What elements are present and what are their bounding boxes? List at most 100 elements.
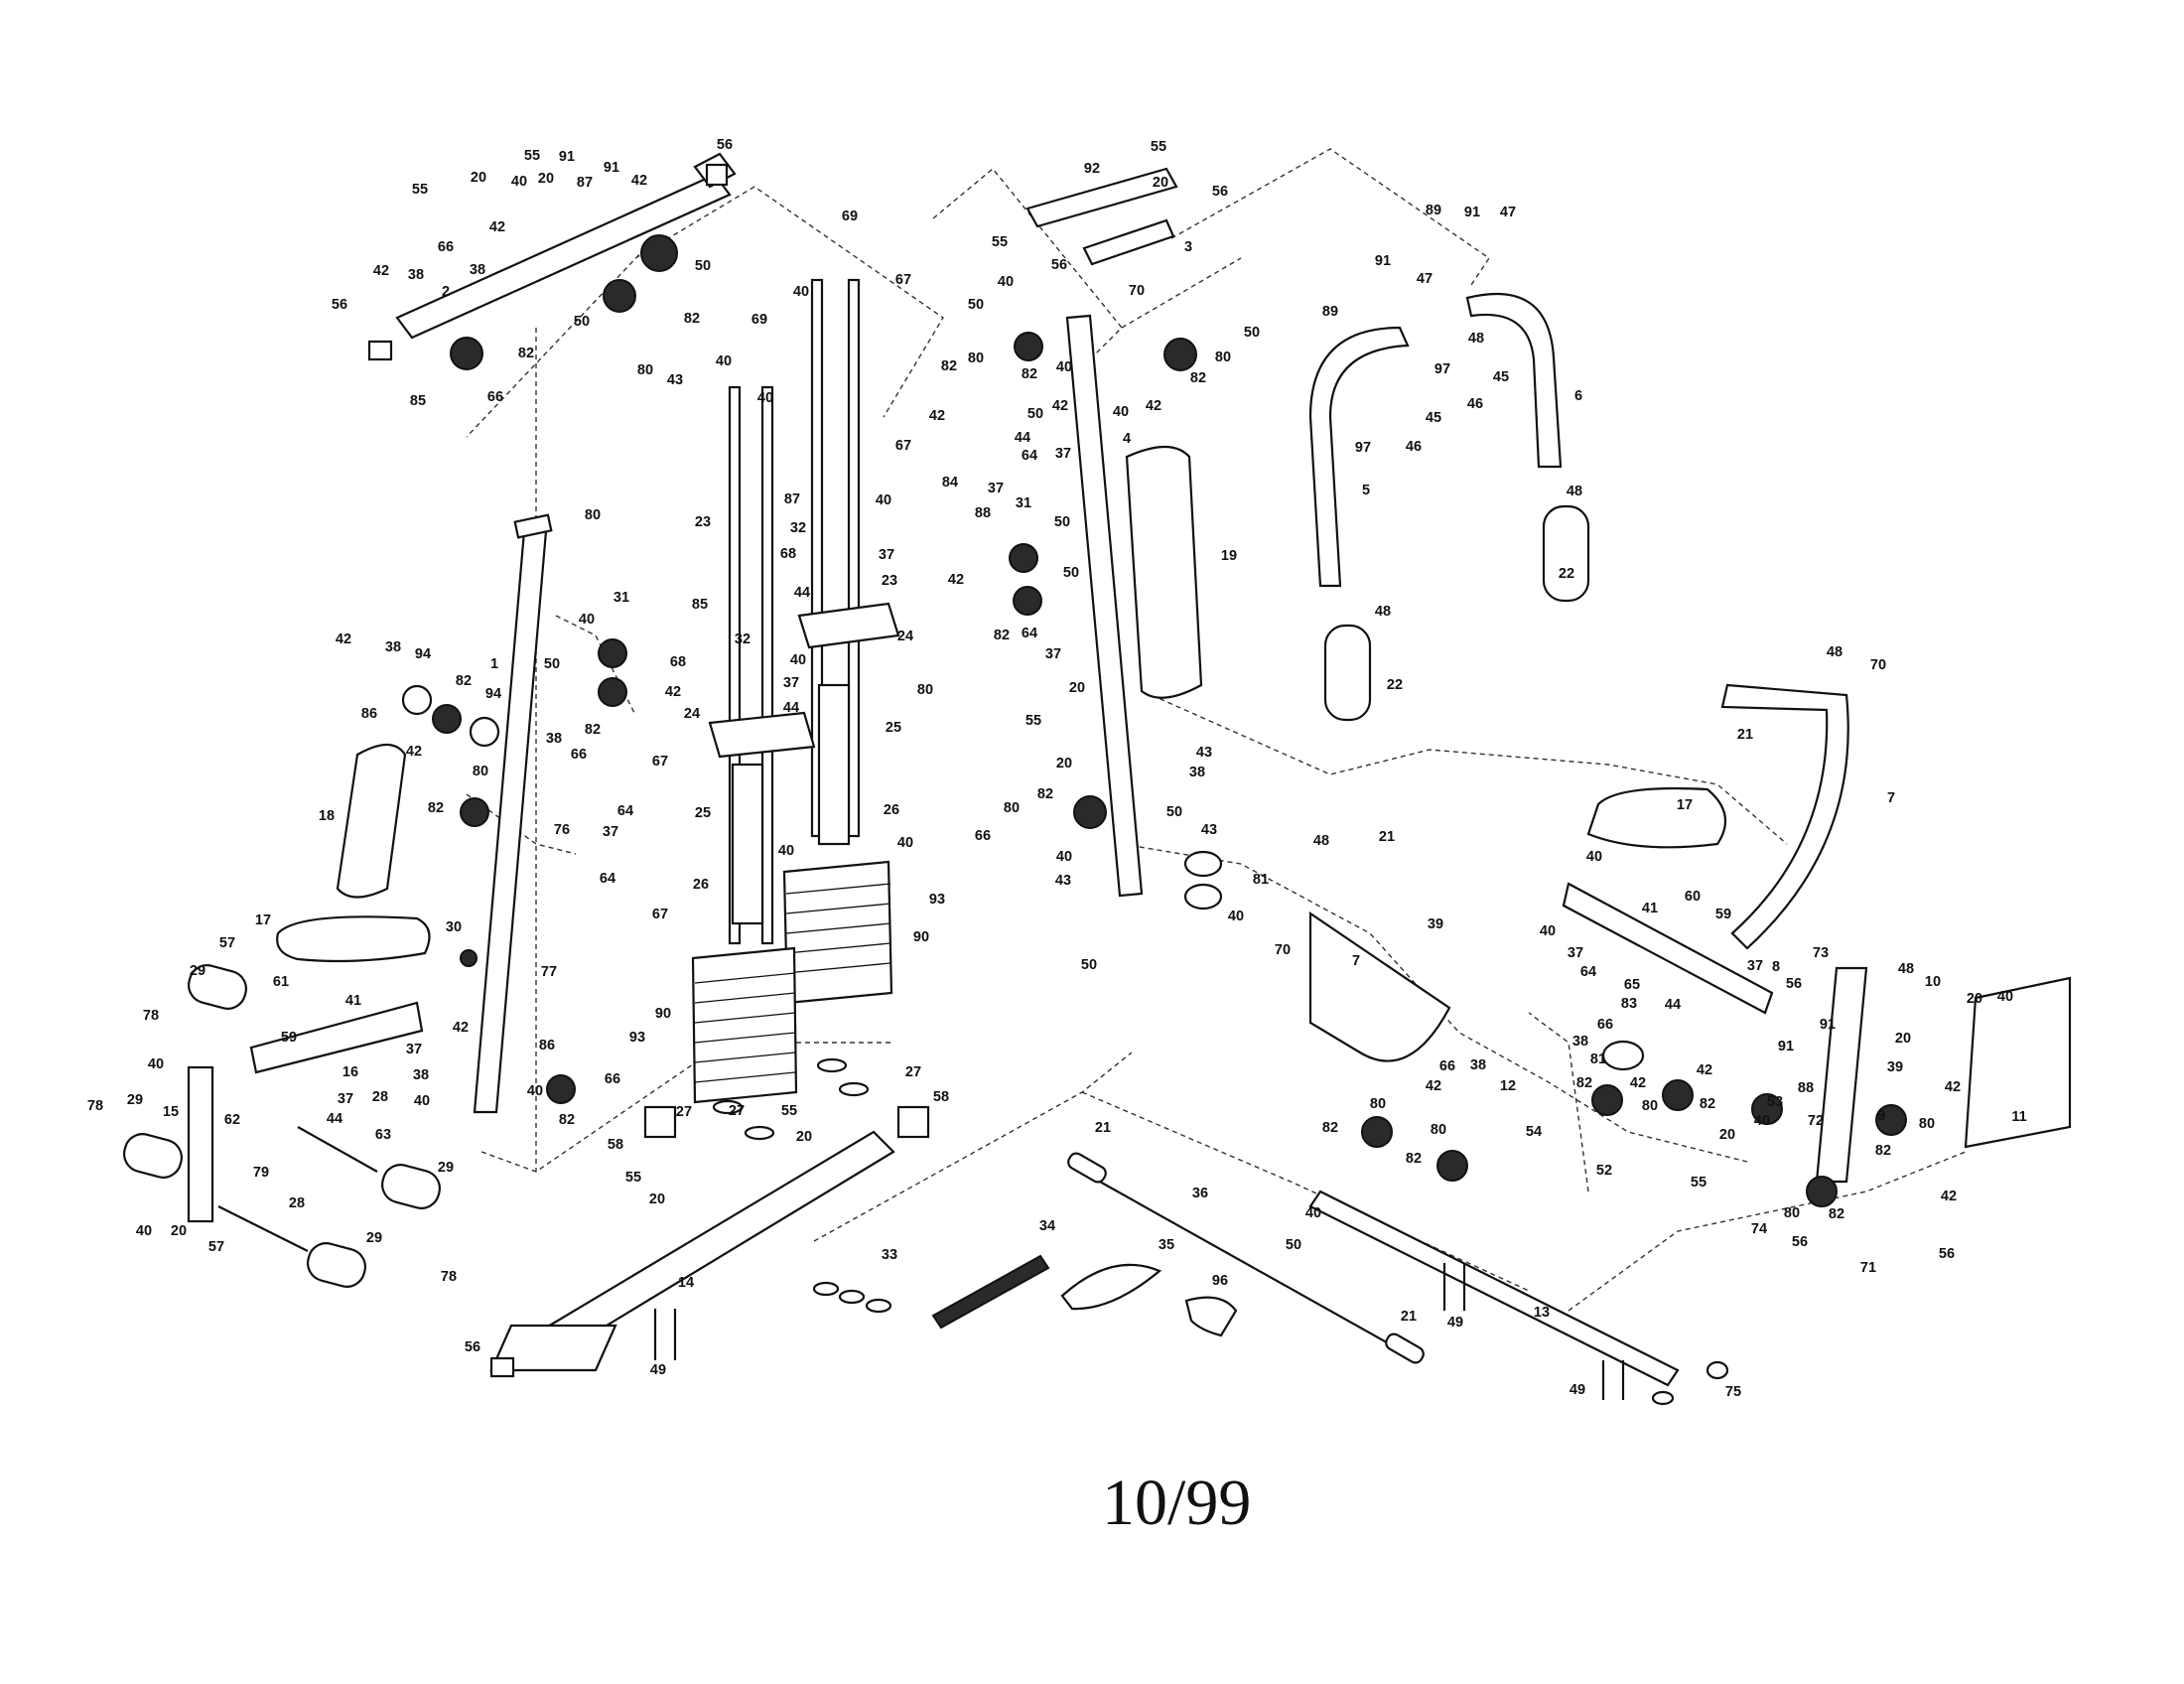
part-callout-42: 42 (948, 572, 964, 588)
part-callout-96: 96 (1212, 1273, 1228, 1289)
base-frame-right (1308, 1190, 1729, 1406)
part-callout-50: 50 (968, 297, 984, 313)
part-callout-48: 48 (1375, 604, 1391, 620)
part-callout-32: 32 (790, 520, 806, 536)
part-callout-37: 37 (783, 675, 799, 691)
part-callout-44: 44 (327, 1111, 342, 1127)
part-callout-45: 45 (1426, 410, 1441, 426)
part-callout-46: 46 (1406, 439, 1422, 455)
part-callout-82: 82 (1576, 1075, 1592, 1091)
part-callout-97: 97 (1355, 440, 1371, 456)
part-callout-43: 43 (667, 372, 683, 388)
part-callout-85: 85 (692, 597, 708, 613)
part-callout-87: 87 (577, 175, 593, 191)
part-callout-38: 38 (546, 731, 562, 747)
part-callout-48: 48 (1898, 961, 1914, 977)
part-callout-39: 39 (1887, 1059, 1903, 1075)
part-callout-24: 24 (897, 629, 913, 644)
pulley-82-upper-left-a (640, 234, 678, 272)
part-callout-82: 82 (1700, 1096, 1715, 1112)
part-callout-67: 67 (895, 438, 911, 454)
part-callout-78: 78 (143, 1008, 159, 1024)
part-callout-40: 40 (1056, 359, 1072, 375)
part-callout-36: 36 (1192, 1186, 1208, 1201)
part-callout-40: 40 (1997, 989, 2013, 1005)
arm-press-assembly (1308, 292, 1590, 722)
part-callout-89: 89 (1426, 203, 1441, 218)
part-callout-57: 57 (208, 1239, 224, 1255)
part-callout-25: 25 (886, 720, 901, 736)
part-callout-42: 42 (1426, 1078, 1441, 1094)
part-callout-91: 91 (1778, 1039, 1794, 1054)
part-callout-38: 38 (408, 267, 424, 283)
part-callout-42: 42 (631, 173, 647, 189)
part-callout-86: 86 (539, 1038, 555, 1053)
part-callout-94: 94 (415, 646, 431, 662)
part-callout-91: 91 (559, 149, 575, 165)
part-callout-92: 92 (1084, 161, 1100, 177)
part-callout-59: 59 (1715, 907, 1731, 922)
part-callout-94: 94 (485, 686, 501, 702)
part-callout-49: 49 (650, 1362, 666, 1378)
part-callout-90: 90 (655, 1006, 671, 1022)
part-callout-40: 40 (757, 390, 773, 406)
part-callout-42: 42 (336, 632, 351, 647)
part-callout-80: 80 (1642, 1098, 1658, 1114)
part-callout-11: 11 (2011, 1109, 2026, 1125)
part-callout-19: 19 (1221, 548, 1237, 564)
part-callout-80: 80 (473, 764, 488, 779)
part-callout-55: 55 (1691, 1175, 1706, 1191)
back-pad-19 (1125, 446, 1203, 699)
part-callout-27: 27 (905, 1064, 921, 1080)
part-callout-20: 20 (1153, 175, 1168, 191)
part-callout-42: 42 (665, 684, 681, 700)
part-callout-47: 47 (1500, 205, 1516, 220)
part-callout-38: 38 (1572, 1034, 1588, 1050)
part-callout-56: 56 (1051, 257, 1067, 273)
part-callout-37: 37 (879, 547, 894, 563)
part-callout-80: 80 (1004, 800, 1020, 816)
part-callout-27: 27 (676, 1104, 692, 1120)
part-callout-68: 68 (780, 546, 796, 562)
part-callout-20: 20 (796, 1129, 812, 1145)
part-callout-64: 64 (600, 871, 615, 887)
part-callout-97: 97 (1434, 361, 1450, 377)
right-press-station (1308, 683, 2072, 1207)
part-callout-37: 37 (1045, 646, 1061, 662)
part-callout-77: 77 (541, 964, 557, 980)
part-callout-80: 80 (585, 507, 601, 523)
part-callout-17: 17 (1677, 797, 1693, 813)
part-callout-38: 38 (385, 639, 401, 655)
pulley-82-left-end (450, 337, 483, 370)
part-callout-66: 66 (1597, 1017, 1613, 1033)
part-callout-67: 67 (895, 272, 911, 288)
part-callout-70: 70 (1275, 942, 1291, 958)
part-callout-40: 40 (136, 1223, 152, 1239)
part-callout-64: 64 (617, 803, 633, 819)
part-callout-55: 55 (625, 1170, 641, 1186)
part-callout-38: 38 (1470, 1057, 1486, 1073)
part-callout-80: 80 (637, 362, 653, 378)
part-callout-13: 13 (1534, 1305, 1550, 1321)
part-callout-47: 47 (1417, 271, 1433, 287)
part-callout-42: 42 (1697, 1062, 1712, 1078)
part-callout-56: 56 (717, 137, 733, 153)
part-callout-66: 66 (1439, 1058, 1455, 1074)
left-upright-frame (401, 513, 627, 1114)
part-callout-68: 68 (670, 654, 686, 670)
part-callout-20: 20 (471, 170, 486, 186)
part-callout-42: 42 (1052, 398, 1068, 414)
part-callout-65: 65 (1624, 977, 1640, 993)
part-callout-44: 44 (1015, 430, 1030, 446)
part-callout-55: 55 (524, 148, 540, 164)
part-callout-80: 80 (1431, 1122, 1446, 1138)
part-callout-23: 23 (695, 514, 711, 530)
part-callout-21: 21 (1737, 727, 1753, 743)
part-callout-25: 25 (695, 805, 711, 821)
part-callout-48: 48 (1827, 644, 1843, 660)
part-callout-40: 40 (148, 1056, 164, 1072)
part-callout-91: 91 (604, 160, 619, 176)
part-callout-40: 40 (579, 612, 595, 628)
